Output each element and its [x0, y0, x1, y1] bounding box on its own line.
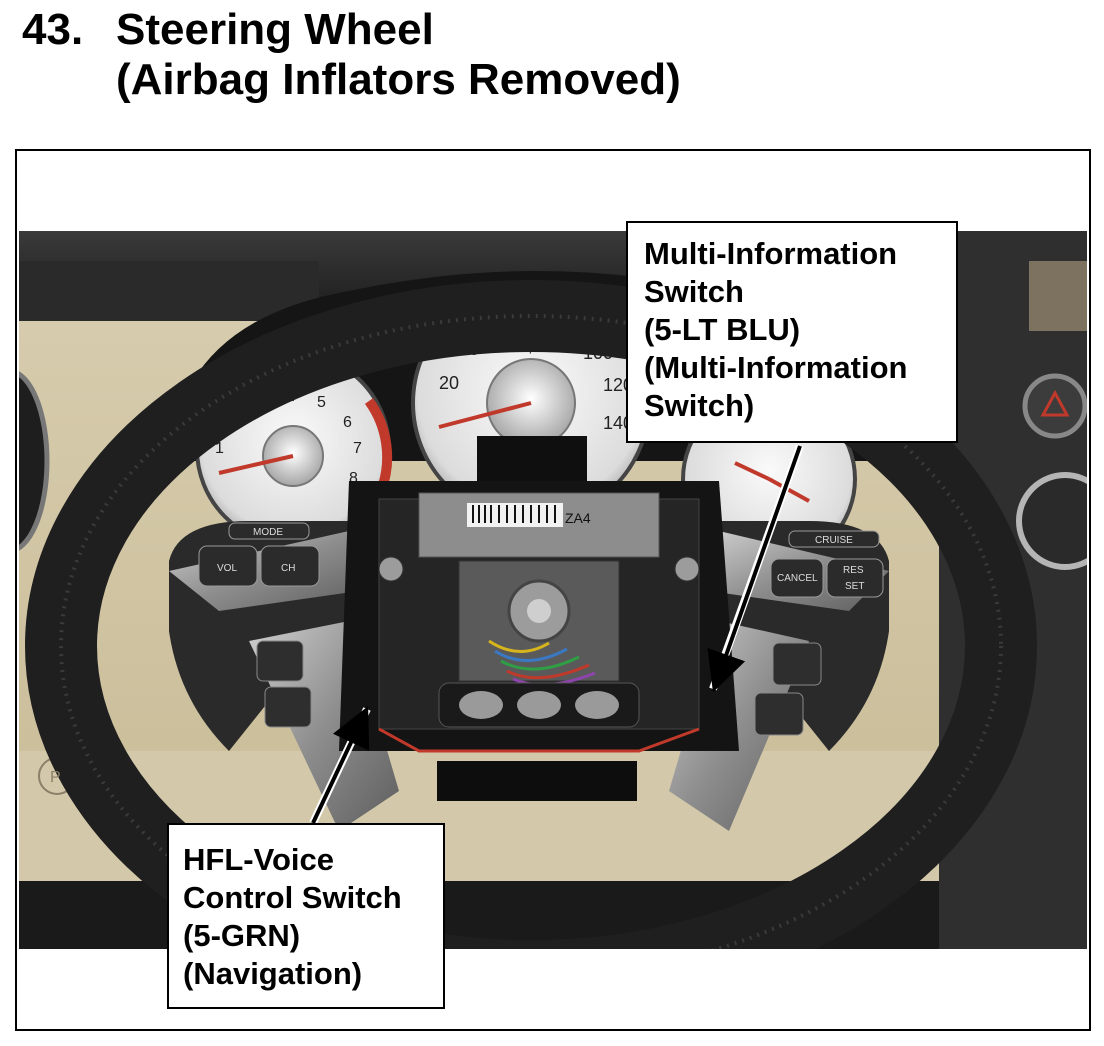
tach-tick-6: 6	[343, 414, 352, 431]
cruise-button-label: CRUISE	[815, 535, 853, 546]
tach-tick-7: 7	[353, 440, 362, 457]
tach-tick-1: 1	[215, 440, 224, 457]
speed-tick-140: 140	[603, 413, 633, 433]
heading-number: 43.	[22, 5, 84, 54]
tach-tick-8: 8	[349, 470, 358, 487]
gear-p-label: P	[50, 769, 61, 786]
res-button-label: RES	[843, 565, 864, 576]
heading-title-line2: (Airbag Inflators Removed)	[116, 55, 681, 104]
set-button-label: SET	[845, 581, 864, 592]
callout-line: Control Switch	[183, 880, 402, 915]
tach-tick-5: 5	[317, 394, 326, 411]
multi-information-switch-callout: Multi-Information Switch (5-LT BLU) (Mul…	[626, 221, 958, 443]
speed-tick-20: 20	[439, 373, 459, 393]
cancel-button-label: CANCEL	[777, 573, 818, 584]
speed-tick-120: 120	[603, 375, 633, 395]
ch-button-label: CH	[281, 563, 295, 574]
callout-line: (Navigation)	[183, 956, 363, 991]
vol-button-label: VOL	[217, 563, 237, 574]
hfl-voice-control-switch-callout: HFL-Voice Control Switch (5-GRN) (Naviga…	[167, 823, 445, 1009]
callout-line: Switch)	[644, 388, 755, 423]
callout-line: Multi-Information	[644, 236, 898, 271]
callout-line: HFL-Voice	[183, 842, 334, 877]
callout-line: (5-LT BLU)	[644, 312, 801, 347]
figure-frame: 1 2 3 4 5 6 7 8 20 40 60 80 100 120 140 …	[15, 149, 1091, 1031]
callout-line: (5-GRN)	[183, 918, 301, 953]
callout-line: Switch	[644, 274, 744, 309]
callout-line: (Multi-Information	[644, 350, 908, 385]
part-label: ZA4	[565, 510, 591, 526]
heading-title-line1: Steering Wheel	[116, 5, 434, 54]
mode-button-label: MODE	[253, 527, 283, 538]
